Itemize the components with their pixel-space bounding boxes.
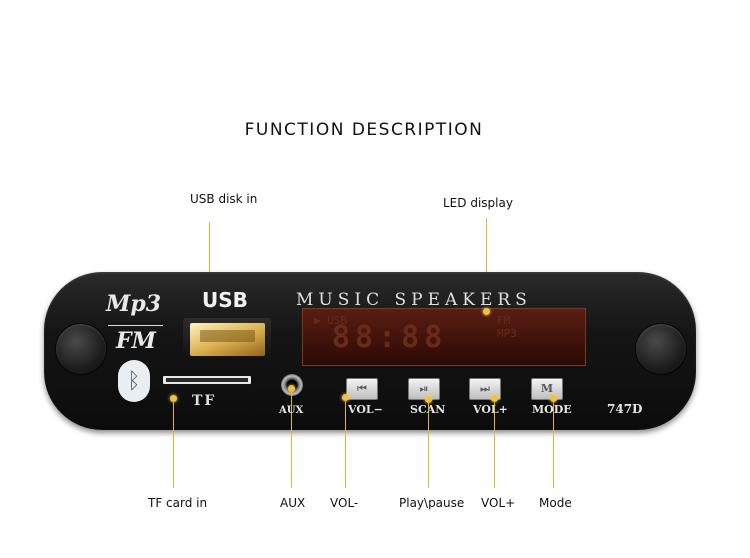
callout-play-pause: Play\pause xyxy=(399,496,465,510)
left-mount-knob xyxy=(55,323,107,375)
led-segment-digits: 88:88 xyxy=(332,320,448,355)
leader-dot-play-pause xyxy=(425,396,432,403)
scan-label: SCAN xyxy=(410,403,445,416)
callout-vol-minus: VOL- xyxy=(330,496,359,510)
logo-mp3: Mp3 xyxy=(106,291,162,317)
music-speakers-label: MUSIC SPEAKERS xyxy=(296,290,532,310)
led-display xyxy=(302,308,586,366)
led-segment-usb-indicator: ▶ USB xyxy=(314,314,348,327)
callout-aux: AUX xyxy=(280,496,306,510)
leader-line-vol-plus xyxy=(494,401,495,488)
logo-fm: FM xyxy=(116,328,156,354)
leader-dot-tf xyxy=(170,395,177,402)
leader-dot-vol-plus xyxy=(491,395,498,402)
callout-led-display: LED display xyxy=(443,196,513,210)
tf-card-slot-opening xyxy=(166,378,248,382)
leader-dot-aux xyxy=(288,385,295,392)
next-icon: ⏭ xyxy=(480,382,490,395)
right-mount-knob xyxy=(635,323,687,375)
leader-dot-led xyxy=(483,308,490,315)
play-pause-icon: ⏯ xyxy=(419,382,429,395)
leader-dot-mode xyxy=(550,395,557,402)
leader-line-usb xyxy=(209,222,210,318)
mode-button[interactable]: M xyxy=(531,378,563,400)
bluetooth-icon: ᛒ xyxy=(118,360,150,402)
callout-vol-plus: VOL+ xyxy=(481,496,516,510)
mode-icon: M xyxy=(540,382,554,395)
leader-dot-vol-minus xyxy=(342,394,349,401)
leader-line-led xyxy=(486,218,487,311)
scan-button[interactable]: ⏯ xyxy=(408,378,440,400)
leader-line-vol-minus xyxy=(345,400,346,488)
usb-label: USB xyxy=(202,288,248,312)
previous-icon: ⏮ xyxy=(357,382,367,395)
page-title: FUNCTION DESCRIPTION xyxy=(244,120,484,140)
vol-plus-label: VOL+ xyxy=(473,403,508,416)
leader-line-aux xyxy=(291,391,292,488)
mode-label: MODE xyxy=(532,403,572,416)
callout-tf-card-in: TF card in xyxy=(148,496,208,510)
vol-minus-label: VOL− xyxy=(348,403,383,416)
vol-minus-button[interactable]: ⏮ xyxy=(346,378,378,400)
callout-usb-disk-in: USB disk in xyxy=(190,192,258,206)
leader-line-play-pause xyxy=(428,402,429,488)
usb-port-slot xyxy=(200,330,255,342)
model-number: 747D xyxy=(607,402,643,416)
tf-label: TF xyxy=(192,393,217,409)
logo-divider xyxy=(108,325,163,326)
leader-line-tf xyxy=(173,401,174,488)
vol-plus-button[interactable]: ⏭ xyxy=(469,378,501,400)
callout-mode: Mode xyxy=(539,496,572,510)
leader-line-mode xyxy=(553,401,554,488)
